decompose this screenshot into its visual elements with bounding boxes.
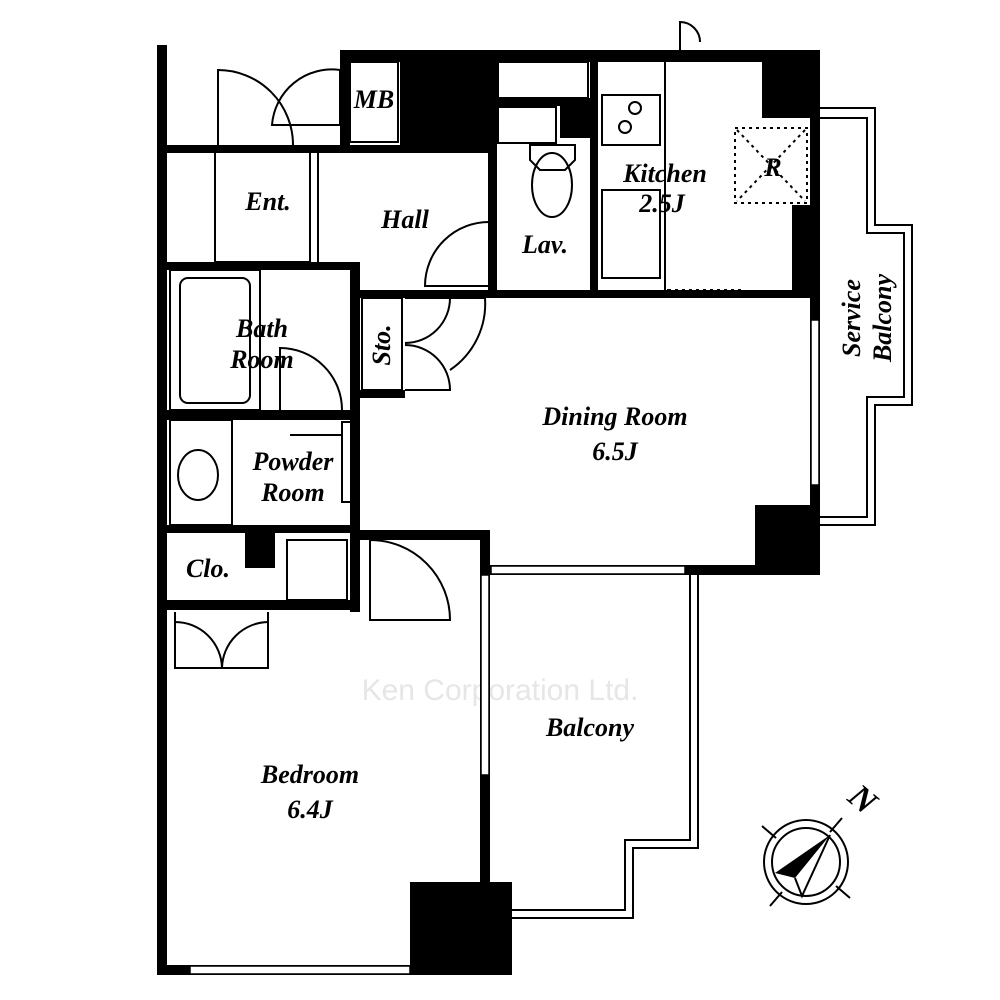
label-bedroom: Bedroom (260, 760, 359, 789)
label-powder-1: Powder (252, 447, 335, 476)
label-kitchen-size: 2.5J (638, 189, 686, 218)
label-bath-1: Bath (235, 314, 288, 343)
north-label: N (840, 777, 884, 823)
label-dining-size: 6.5J (592, 437, 639, 466)
label-mb: MB (353, 85, 394, 114)
label-bath-2: Room (229, 345, 294, 374)
label-kitchen: Kitchen (622, 159, 707, 188)
label-storage: Sto. (367, 324, 396, 365)
label-service-balcony-2: Balcony (868, 273, 897, 363)
label-dining: Dining Room (541, 402, 687, 431)
label-service-balcony-1: Service (837, 279, 866, 357)
watermark: Ken Corporation Ltd. (362, 674, 639, 707)
label-balcony: Balcony (545, 713, 635, 742)
fixtures (169, 20, 913, 975)
label-bedroom-size: 6.4J (287, 795, 334, 824)
compass-icon: N (761, 777, 885, 907)
label-lavatory: Lav. (521, 230, 568, 259)
label-powder-2: Room (260, 478, 325, 507)
label-closet: Clo. (186, 554, 230, 583)
label-hall: Hall (380, 205, 429, 234)
label-entrance: Ent. (244, 187, 291, 216)
label-refrigerator: R (763, 153, 781, 182)
walls (157, 45, 820, 975)
